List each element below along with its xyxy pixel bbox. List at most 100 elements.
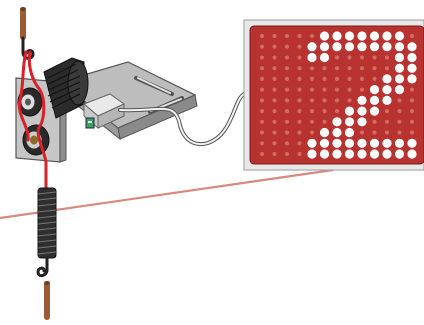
- led-dot-unlit: [309, 33, 315, 39]
- led-dot-lit: [394, 85, 405, 95]
- led-dot-lit: [332, 138, 342, 148]
- led-dot-lit: [382, 31, 392, 41]
- led-dot-lit: [407, 74, 417, 84]
- led-dot-unlit: [359, 87, 365, 92]
- led-dot-unlit: [334, 55, 340, 60]
- led-dot-lit: [382, 149, 392, 159]
- led-dot-unlit: [297, 151, 302, 157]
- led-dot-lit: [382, 74, 392, 84]
- led-dot-unlit: [297, 141, 302, 146]
- led-dot-unlit: [284, 109, 290, 114]
- led-dot-unlit: [359, 130, 365, 135]
- led-dot-unlit: [347, 55, 352, 60]
- led-dot-unlit: [359, 66, 365, 71]
- led-dot-unlit: [284, 151, 290, 157]
- led-dot-lit: [319, 31, 330, 41]
- led-dot-unlit: [359, 76, 365, 81]
- led-dot-lit: [357, 138, 367, 148]
- led-dot-unlit: [272, 98, 277, 103]
- led-dot-unlit: [384, 66, 390, 71]
- led-dot-unlit: [347, 87, 352, 92]
- led-dot-unlit: [309, 98, 315, 103]
- led-dot-unlit: [372, 76, 377, 81]
- led-dot-lit: [369, 95, 380, 105]
- led-dot-unlit: [372, 130, 377, 135]
- led-dot-unlit: [284, 141, 290, 146]
- led-dot-lit: [369, 106, 380, 116]
- led-dot-lit: [344, 42, 355, 52]
- led-dot-lit: [357, 31, 367, 41]
- led-dot-lit: [344, 117, 355, 127]
- led-dot-unlit: [259, 151, 265, 157]
- led-dot-lit: [319, 138, 330, 148]
- led-dot-lit: [307, 52, 317, 63]
- led-dot-unlit: [259, 66, 265, 71]
- led-dot-lit: [357, 95, 367, 105]
- led-dot-lit: [344, 149, 355, 159]
- led-dot-unlit: [409, 119, 415, 124]
- led-dot-unlit: [259, 98, 265, 103]
- led-dot-unlit: [284, 87, 290, 92]
- led-dot-lit: [357, 149, 367, 159]
- led-dot-lit: [394, 42, 405, 52]
- led-dot-unlit: [272, 109, 277, 114]
- led-dot-unlit: [334, 98, 340, 103]
- led-display: 2: [243, 19, 424, 171]
- led-grid: [259, 31, 417, 159]
- led-dot-unlit: [309, 76, 315, 81]
- led-dot-unlit: [409, 98, 415, 103]
- spring-icon: [37, 187, 57, 259]
- led-dot-unlit: [384, 55, 390, 60]
- led-dot-lit: [382, 85, 392, 95]
- led-dot-unlit: [284, 98, 290, 103]
- led-dot-unlit: [409, 87, 415, 92]
- led-dot-unlit: [309, 130, 315, 135]
- led-dot-lit: [319, 52, 330, 63]
- led-dot-unlit: [347, 76, 352, 81]
- led-dot-unlit: [347, 66, 352, 71]
- led-dot-unlit: [297, 76, 302, 81]
- led-dot-unlit: [347, 98, 352, 103]
- led-dot-unlit: [259, 130, 265, 135]
- led-dot-unlit: [272, 44, 277, 49]
- led-dot-unlit: [322, 98, 327, 103]
- led-dot-unlit: [309, 109, 315, 114]
- led-dot-unlit: [272, 76, 277, 81]
- led-dot-lit: [307, 138, 317, 148]
- led-dot-lit: [307, 149, 317, 159]
- sensor-board: [83, 93, 125, 130]
- led-dot-lit: [369, 31, 380, 41]
- led-dot-unlit: [309, 87, 315, 92]
- led-dot-lit: [319, 42, 330, 52]
- led-dot-unlit: [297, 66, 302, 71]
- rubber-band: [17, 50, 48, 192]
- led-dot-unlit: [259, 119, 265, 124]
- led-dot-unlit: [334, 87, 340, 92]
- led-dot-lit: [382, 42, 392, 52]
- led-dot-unlit: [297, 98, 302, 103]
- led-dot-lit: [382, 95, 392, 105]
- led-dot-lit: [394, 31, 405, 41]
- motor-icon: [43, 57, 89, 119]
- led-dot-unlit: [384, 119, 390, 124]
- led-dot-unlit: [397, 130, 402, 135]
- led-dot-unlit: [284, 44, 290, 49]
- led-dot-unlit: [272, 119, 277, 124]
- led-dot-unlit: [322, 76, 327, 81]
- led-dot-lit: [382, 138, 392, 148]
- led-dot-unlit: [284, 119, 290, 124]
- led-dot-unlit: [297, 44, 302, 49]
- led-dot-lit: [357, 106, 367, 116]
- led-dot-lit: [357, 117, 367, 127]
- led-dot-unlit: [272, 87, 277, 92]
- led-dot-unlit: [384, 130, 390, 135]
- led-dot-unlit: [309, 119, 315, 124]
- led-dot-lit: [394, 63, 405, 73]
- hook-icon: [36, 256, 49, 278]
- led-dot-unlit: [297, 109, 302, 114]
- led-dot-lit: [332, 42, 342, 52]
- led-dot-lit: [344, 138, 355, 148]
- led-dot-lit: [332, 127, 342, 138]
- led-dot-unlit: [259, 109, 265, 114]
